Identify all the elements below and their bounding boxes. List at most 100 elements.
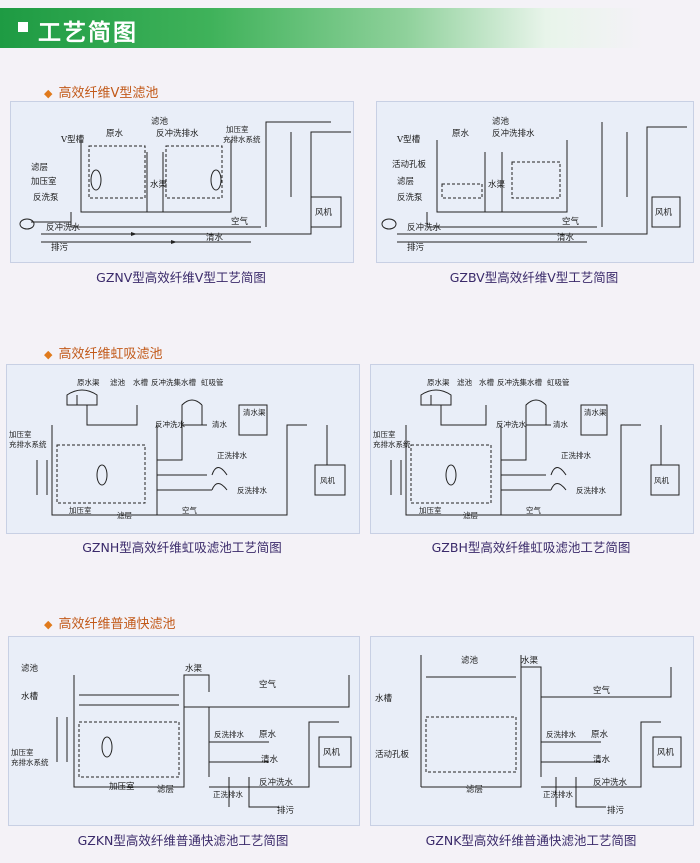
- label: 加压室: [11, 747, 34, 757]
- label: 加压室: [69, 505, 92, 515]
- label: 空气: [259, 679, 277, 690]
- label: 风机: [323, 747, 341, 758]
- diamond-icon: ◆: [44, 87, 53, 100]
- caption-gzkn: GZKN型高效纤维普通快滤池工艺简图: [77, 833, 289, 848]
- section-title-siphon-filter: ◆ 高效纤维虹吸滤池: [44, 343, 162, 362]
- diagram-gzbk-svg: 滤池 水渠 水槽 空气 反洗排水 原水 活动孔板 风机 清水 正洗排水 反冲洗水…: [375, 655, 682, 816]
- diagram-gzkn: 滤池 水渠 水槽 空气 加压室 充排水系统 反洗排水 原水 风机 加压室 滤层 …: [8, 636, 360, 826]
- diagram-gzbh-labels: 原水渠 滤池 水槽 反冲洗集水槽 虹吸管 反冲洗水 清水 清水渠 加压室 充排水…: [373, 377, 669, 520]
- label: 滤层: [31, 162, 48, 173]
- label: 加压室: [9, 429, 32, 439]
- label: 充排水系统: [9, 439, 47, 449]
- label: 正洗排水: [217, 450, 247, 460]
- label: 加压室: [419, 505, 442, 515]
- label: 正洗排水: [543, 789, 573, 799]
- label: 活动孔板: [392, 159, 427, 170]
- diamond-icon: ◆: [44, 618, 53, 631]
- label: 反冲洗水: [593, 777, 628, 788]
- label: 风机: [315, 207, 333, 218]
- label: 滤池: [21, 663, 39, 674]
- label: 水渠: [521, 655, 539, 666]
- label: 水渠: [488, 179, 506, 190]
- label: 清水渠: [243, 407, 266, 417]
- label: 滤池: [110, 377, 125, 387]
- label: 清水渠: [584, 407, 607, 417]
- section-title-text: 高效纤维虹吸滤池: [58, 347, 163, 362]
- label: 空气: [526, 505, 541, 515]
- label: 反洗排水: [576, 485, 606, 495]
- section-title-text: 高效纤维普通快滤池: [58, 617, 176, 632]
- diagram-gznv-svg: V型槽 原水 滤池 反冲洗排水 加压室 充排水系统 滤层 加压室 反洗泵 水渠 …: [19, 116, 351, 253]
- diagram-gznh-labels: 原水渠 滤池 水槽 反冲洗集水槽 虹吸管 反冲洗水 清水 清水渠 加压室 充排水…: [9, 377, 335, 520]
- label: 空气: [593, 685, 611, 696]
- section-title-rapid-filter: ◆ 高效纤维普通快滤池: [44, 613, 175, 632]
- label: 反冲洗水: [155, 419, 185, 429]
- section-title-text: 高效纤维V型滤池: [58, 86, 159, 101]
- label: 水槽: [21, 691, 39, 702]
- diagram-gzbv-svg: V型槽 原水 滤池 反冲洗排水 活动孔板 滤层 反洗泵 水渠 空气 风机 反冲洗…: [381, 116, 687, 253]
- label: 正洗排水: [561, 450, 591, 460]
- header-bar: 工艺简图: [0, 0, 700, 52]
- caption-gzbk: GZNK型高效纤维普通快滤池工艺简图: [425, 833, 637, 848]
- label: 反洗泵: [397, 192, 423, 203]
- label: 反洗排水: [237, 485, 267, 495]
- label: 排污: [277, 805, 295, 816]
- diagram-gzbk: 滤池 水渠 水槽 空气 反洗排水 原水 活动孔板 风机 清水 正洗排水 反冲洗水…: [370, 636, 694, 826]
- diagram-gzkn-svg: 滤池 水渠 水槽 空气 加压室 充排水系统 反洗排水 原水 风机 加压室 滤层 …: [11, 663, 352, 816]
- diagram-gzbv-labels: V型槽 原水 滤池 反冲洗排水 活动孔板 滤层 反洗泵 水渠 空气 风机 反冲洗…: [392, 116, 673, 253]
- label: 反冲洗水: [407, 222, 442, 233]
- label: 清水: [212, 419, 227, 429]
- label: 滤层: [157, 784, 174, 795]
- label: 充排水系统: [223, 134, 261, 144]
- label: 水槽: [479, 377, 494, 387]
- label: 风机: [654, 475, 669, 485]
- label: 反洗泵: [33, 192, 59, 203]
- label: 滤池: [461, 655, 479, 666]
- diagram-gzbh-svg: 原水渠 滤池 水槽 反冲洗集水槽 虹吸管 反冲洗水 清水 清水渠 加压室 充排水…: [373, 377, 680, 520]
- label: 加压室: [31, 176, 57, 187]
- caption-gznh: GZNH型高效纤维虹吸滤池工艺简图: [82, 540, 282, 555]
- section-title-v-filter: ◆ 高效纤维V型滤池: [44, 82, 158, 101]
- header-gradient: [0, 8, 700, 48]
- label: 滤层: [463, 510, 478, 520]
- label: 排污: [51, 242, 69, 253]
- label: 滤层: [466, 784, 483, 795]
- label: 空气: [562, 216, 580, 227]
- diagram-gzbk-labels: 滤池 水渠 水槽 空气 反洗排水 原水 活动孔板 风机 清水 正洗排水 反冲洗水…: [375, 655, 675, 816]
- label: 加压室: [226, 124, 249, 134]
- label: V型槽: [60, 134, 85, 145]
- label: 虹吸管: [201, 377, 224, 387]
- page-title: 工艺简图: [38, 20, 138, 46]
- label: 充排水系统: [373, 439, 411, 449]
- label: 清水: [206, 232, 224, 243]
- label: 水槽: [133, 377, 148, 387]
- diagram-gznh-svg: 原水渠 滤池 水槽 反冲洗集水槽 虹吸管 反冲洗水 清水 清水渠 加压室 充排水…: [9, 377, 346, 520]
- label: 反冲洗排水: [156, 128, 199, 139]
- label: 滤层: [397, 176, 414, 187]
- label: 加压室: [373, 429, 396, 439]
- label: 滤层: [117, 510, 132, 520]
- label: 反冲洗集水槽: [151, 377, 196, 387]
- label: 水渠: [185, 663, 203, 674]
- label: 原水: [106, 128, 124, 139]
- label: 滤池: [492, 116, 510, 127]
- label: 空气: [231, 216, 249, 227]
- label: 活动孔板: [375, 749, 410, 760]
- label: 反冲洗水: [259, 777, 294, 788]
- label: 排污: [607, 805, 625, 816]
- diamond-icon: ◆: [44, 348, 53, 361]
- label: 原水: [259, 729, 277, 740]
- diagram-gzbh: 原水渠 滤池 水槽 反冲洗集水槽 虹吸管 反冲洗水 清水 清水渠 加压室 充排水…: [370, 364, 694, 534]
- label: 风机: [657, 747, 675, 758]
- header-square-icon: [18, 22, 28, 32]
- label: 风机: [320, 475, 335, 485]
- label: 风机: [655, 207, 673, 218]
- caption-gzbv: GZBV型高效纤维V型工艺简图: [449, 270, 619, 285]
- label: 反冲洗水: [46, 222, 81, 233]
- label: 反冲洗集水槽: [497, 377, 542, 387]
- label: 原水: [591, 729, 609, 740]
- label: 正洗排水: [213, 789, 243, 799]
- label: 原水: [452, 128, 470, 139]
- label: 清水: [261, 754, 279, 765]
- label: 反冲洗排水: [492, 128, 535, 139]
